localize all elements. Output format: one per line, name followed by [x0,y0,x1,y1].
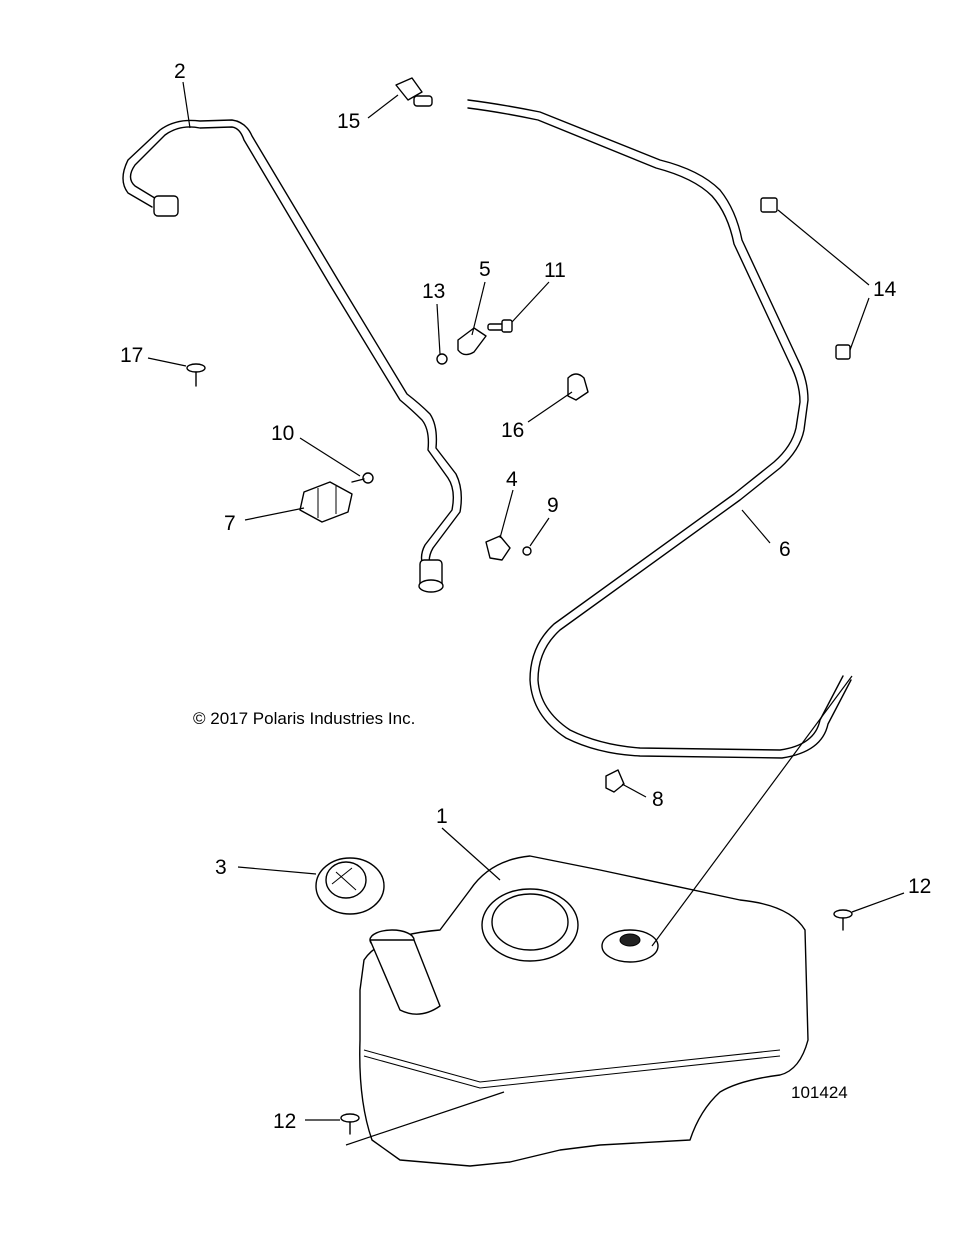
screw-17 [186,363,206,387]
callout-4: 4 [506,468,518,491]
leader-lines [147,81,905,1146]
callout-11: 11 [544,259,566,282]
callout-1: 1 [436,805,448,828]
callout-12-right: 12 [908,875,931,898]
callout-10: 10 [271,422,294,445]
fuel-line-6 [467,99,852,759]
connector-15 [395,77,433,107]
clamp-5 [457,327,487,356]
callout-17: 17 [120,344,143,367]
nut-10 [351,472,374,484]
callout-16: 16 [501,419,524,442]
callout-5: 5 [479,258,491,281]
nut-13 [436,353,448,365]
nut-9 [522,546,532,556]
callout-7: 7 [224,512,236,535]
callout-9: 9 [547,494,559,517]
vent-line-2 [122,119,463,593]
screw-12-lower [340,1113,360,1135]
bolt-11 [487,319,513,333]
clip-14-lower [835,344,851,360]
fuel-tank-1 [359,855,809,1167]
callout-3: 3 [215,856,227,879]
clip-8 [605,769,625,793]
callout-14: 14 [873,278,897,301]
screw-12-right [833,909,853,931]
callout-6: 6 [779,538,791,561]
callout-8: 8 [652,788,664,811]
figure-id: 101424 [791,1083,848,1102]
callout-15: 15 [337,110,360,133]
callout-2: 2 [174,60,186,83]
bracket-7 [299,481,353,523]
clamp-4 [485,535,511,561]
copyright-notice: © 2017 Polaris Industries Inc. [193,709,415,728]
clip-14-upper [760,197,778,213]
callout-12-lower: 12 [273,1110,296,1133]
callout-13: 13 [422,280,445,303]
fuel-cap-3 [315,857,385,915]
clip-16 [567,373,589,401]
